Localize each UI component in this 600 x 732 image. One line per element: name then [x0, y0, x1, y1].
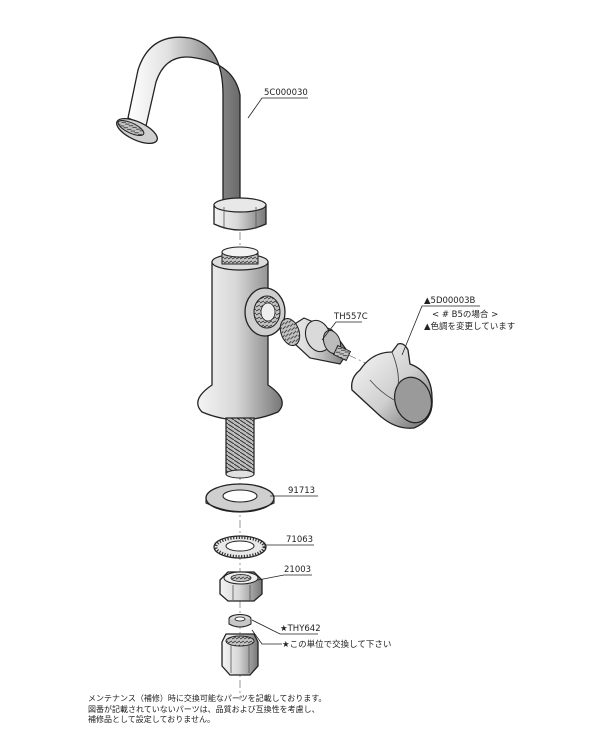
faucet-body	[197, 246, 286, 421]
footnote-line-3: 補修品として設定しておりません。	[88, 715, 216, 724]
lock-washer	[213, 535, 267, 559]
label-nut: 21003	[284, 565, 311, 575]
label-handle-note1: < # B5の場合 >	[432, 309, 498, 320]
footnote-line-1: メンテナンス（補修）時に交換可能なパーツを記載しております。	[88, 694, 327, 703]
label-set-part: ★THY642	[280, 624, 321, 634]
label-lock-washer: 71063	[286, 535, 313, 545]
label-spout: 5C000030	[264, 88, 308, 98]
label-washer: 91713	[288, 486, 315, 496]
label-cartridge: TH557C	[333, 312, 368, 322]
footnote: メンテナンス（補修）時に交換可能なパーツを記載しております。 図番が記載されてい…	[88, 694, 326, 726]
compression-nut	[221, 633, 259, 676]
label-handle-note2: ▲色調を変更しています	[424, 321, 515, 332]
handle	[351, 342, 433, 429]
washer	[205, 483, 275, 513]
spout-pipe	[116, 36, 241, 206]
hex-nut	[219, 571, 263, 602]
footnote-line-2: 図番が記載されていないパーツは、品質および互換性を考慮し、	[88, 704, 320, 714]
spout-nut	[213, 197, 267, 231]
label-handle: ▲5D00003B	[424, 296, 476, 306]
leader-lines	[247, 97, 480, 645]
threaded-shank	[225, 417, 255, 479]
label-set-note: ★この単位で交換して下さい	[282, 639, 391, 650]
sleeve-ring	[228, 613, 252, 628]
cartridge	[279, 317, 352, 365]
